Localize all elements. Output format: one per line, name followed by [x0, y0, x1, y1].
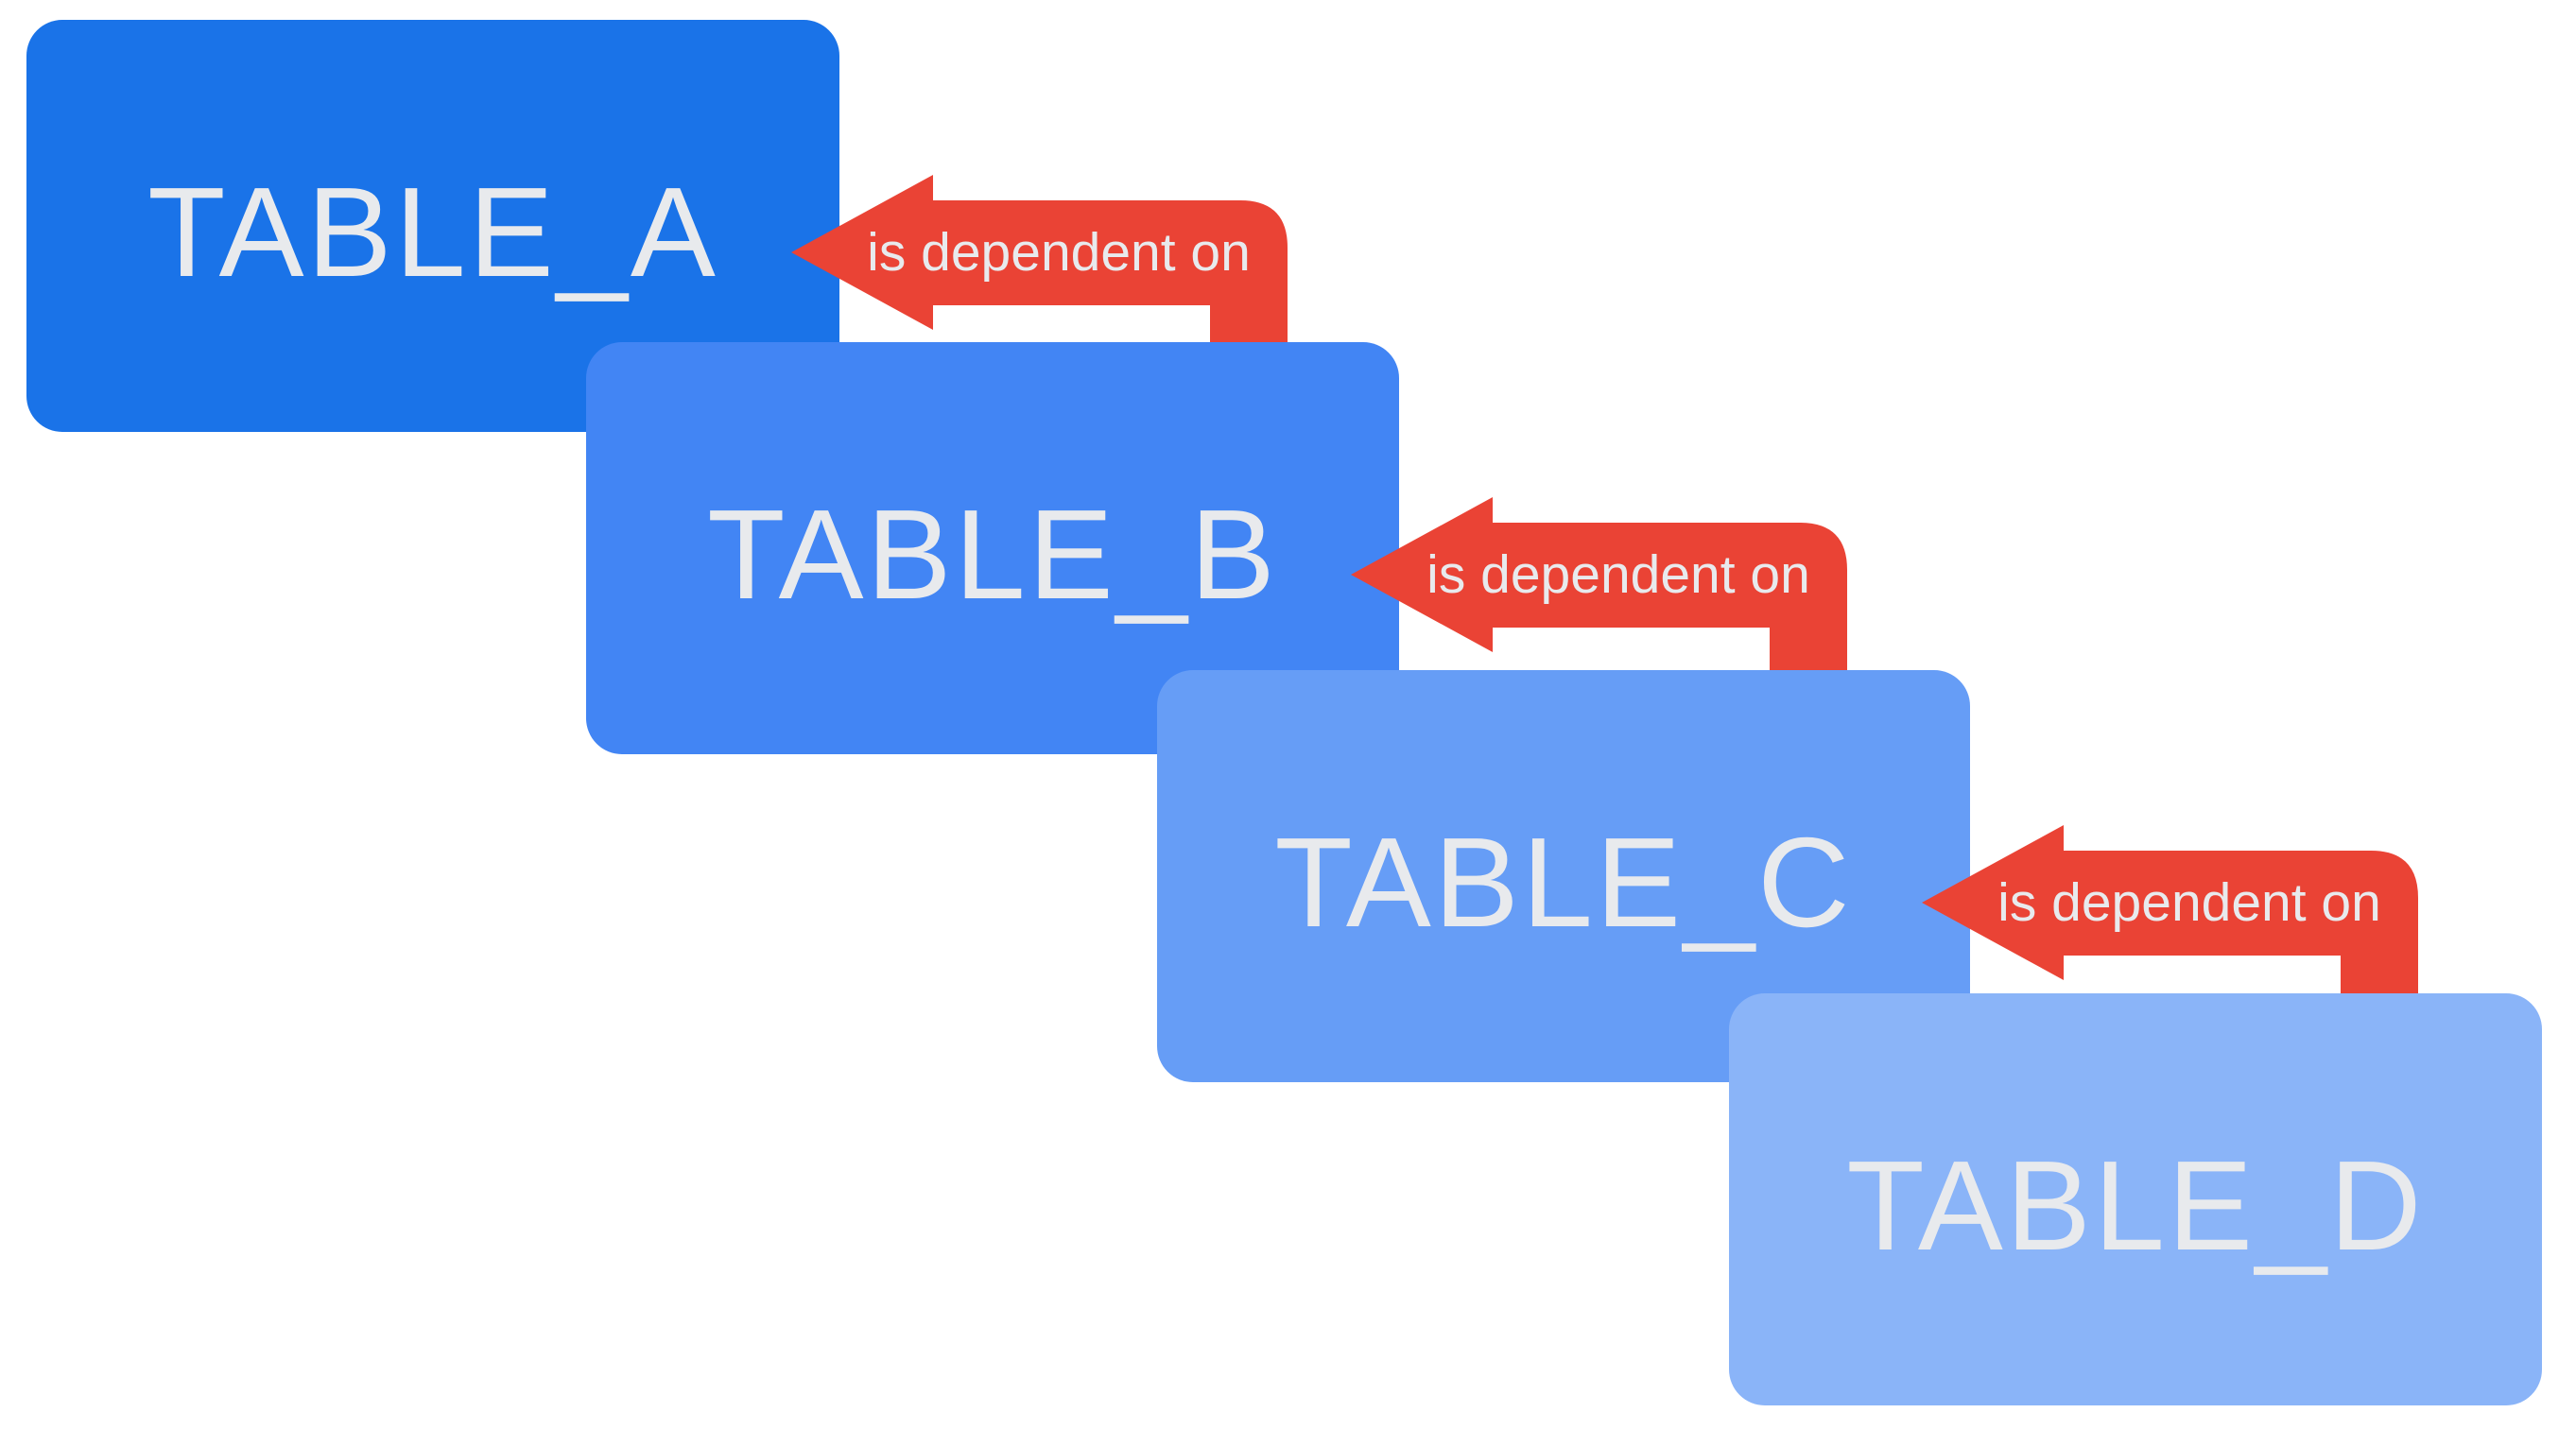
table-c-label: TABLE_C — [1274, 810, 1853, 954]
table-b-label: TABLE_B — [707, 482, 1278, 626]
table-box-d: TABLE_D — [1729, 993, 2542, 1405]
left-elbow-arrow-icon: is dependent on — [1922, 825, 2418, 1009]
arrow-label: is dependent on — [1997, 872, 2381, 933]
arrow-shape — [1922, 825, 2418, 1009]
arrow-shape — [791, 175, 1288, 359]
dependency-arrow-d-to-c: is dependent on — [1922, 825, 2418, 1009]
arrow-shape — [1351, 497, 1847, 681]
arrow-label: is dependent on — [867, 222, 1251, 283]
dependency-arrow-b-to-a: is dependent on — [791, 175, 1288, 359]
table-d-label: TABLE_D — [1846, 1133, 2425, 1277]
table-a-label: TABLE_A — [147, 160, 718, 303]
left-elbow-arrow-icon: is dependent on — [1351, 497, 1847, 681]
arrow-label: is dependent on — [1426, 544, 1810, 605]
table-box-a: TABLE_A — [26, 20, 839, 432]
left-elbow-arrow-icon: is dependent on — [791, 175, 1288, 359]
dependency-arrow-c-to-b: is dependent on — [1351, 497, 1847, 681]
